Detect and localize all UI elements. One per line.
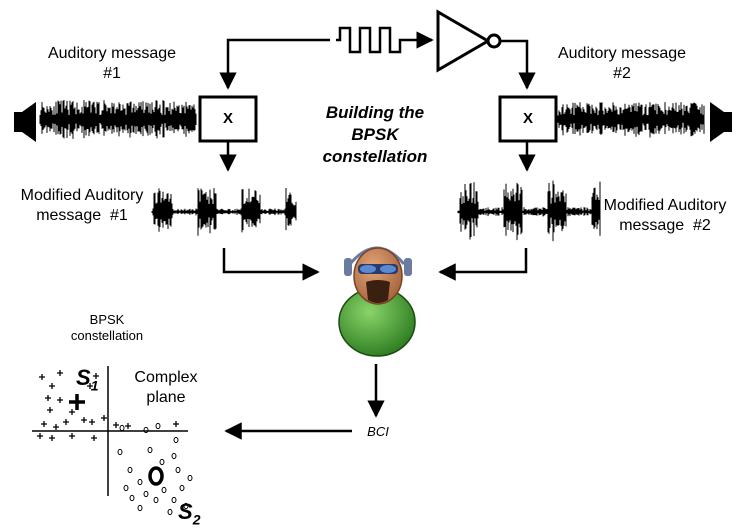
plus-point xyxy=(93,373,99,379)
plus-point xyxy=(91,435,97,441)
symbol-s2-marker xyxy=(148,466,164,486)
multiplier-1-symbol: X xyxy=(222,110,233,127)
modified-message-2-label: Modified Auditory message #2 xyxy=(603,197,727,234)
plus-point xyxy=(53,424,59,430)
plus-point xyxy=(89,419,95,425)
bci-label: BCI xyxy=(367,424,389,439)
plus-point xyxy=(87,383,93,389)
diagram-title: Building the BPSK constellation xyxy=(322,103,428,166)
circle-point xyxy=(123,484,129,492)
plus-point xyxy=(49,435,55,441)
circle-point xyxy=(159,458,165,466)
plus-point xyxy=(47,407,53,413)
circle-point xyxy=(179,484,185,492)
circle-point xyxy=(129,494,135,502)
circle-point xyxy=(153,496,159,504)
circle-point xyxy=(137,504,143,512)
auditory-message-1-label: Auditory message #1 xyxy=(47,45,177,82)
plus-point xyxy=(81,417,87,423)
circle-point xyxy=(175,466,181,474)
plus-point xyxy=(69,409,75,415)
modified-message-1-label: Modified Auditory message #1 xyxy=(20,187,144,224)
plus-point xyxy=(49,383,55,389)
complex-plane-label: Complex plane xyxy=(134,369,198,406)
plus-point xyxy=(69,433,75,439)
constellation-circle-points xyxy=(117,422,193,516)
auditory-waveform-2 xyxy=(557,102,705,138)
speaker-icon xyxy=(14,102,36,142)
carrier-line-right xyxy=(500,39,536,90)
plus-point xyxy=(63,419,69,425)
plus-point xyxy=(113,422,119,428)
circle-point xyxy=(117,448,123,456)
circle-point xyxy=(183,502,189,510)
auditory-message-2-label: Auditory message #2 xyxy=(557,45,687,82)
plus-point xyxy=(37,433,43,439)
plus-point xyxy=(57,370,63,376)
plus-point xyxy=(101,415,107,421)
circle-point xyxy=(173,436,179,444)
circle-point xyxy=(171,496,177,504)
circle-point xyxy=(143,490,149,498)
plus-point xyxy=(45,395,51,401)
inverter-icon xyxy=(436,9,502,73)
plus-point xyxy=(57,397,63,403)
circle-point xyxy=(167,508,173,516)
person-with-headphones-icon xyxy=(338,246,416,357)
speaker-icon xyxy=(710,102,732,142)
multiplier-box-1 xyxy=(198,95,258,143)
circle-point xyxy=(119,424,125,432)
circle-point xyxy=(187,474,193,482)
circle-point xyxy=(171,452,177,460)
bpsk-constellation-label: BPSK constellation xyxy=(70,312,144,343)
circle-point xyxy=(155,422,161,430)
modified-waveform-1 xyxy=(151,188,297,236)
modified-waveform-2 xyxy=(457,180,601,242)
circle-point xyxy=(143,426,149,434)
constellation-plus-points xyxy=(37,370,179,441)
plus-point xyxy=(173,421,179,427)
circle-point xyxy=(137,478,143,486)
circle-point xyxy=(147,446,153,454)
plus-point xyxy=(41,421,47,427)
left-to-person-arrow xyxy=(222,248,320,281)
multiplier-2-symbol: X xyxy=(522,110,533,127)
symbol-s1-marker xyxy=(69,394,85,410)
circle-point xyxy=(127,466,133,474)
auditory-waveform-1 xyxy=(39,100,197,139)
carrier-line-left xyxy=(219,38,330,90)
symbol-s2-label: S2 xyxy=(178,499,201,528)
circle-point xyxy=(161,486,167,494)
symbol-s1-label: S1 xyxy=(76,365,99,394)
square-wave-icon xyxy=(336,26,404,54)
right-to-person-arrow xyxy=(438,248,528,281)
plus-point xyxy=(125,423,131,429)
plus-point xyxy=(39,374,45,380)
